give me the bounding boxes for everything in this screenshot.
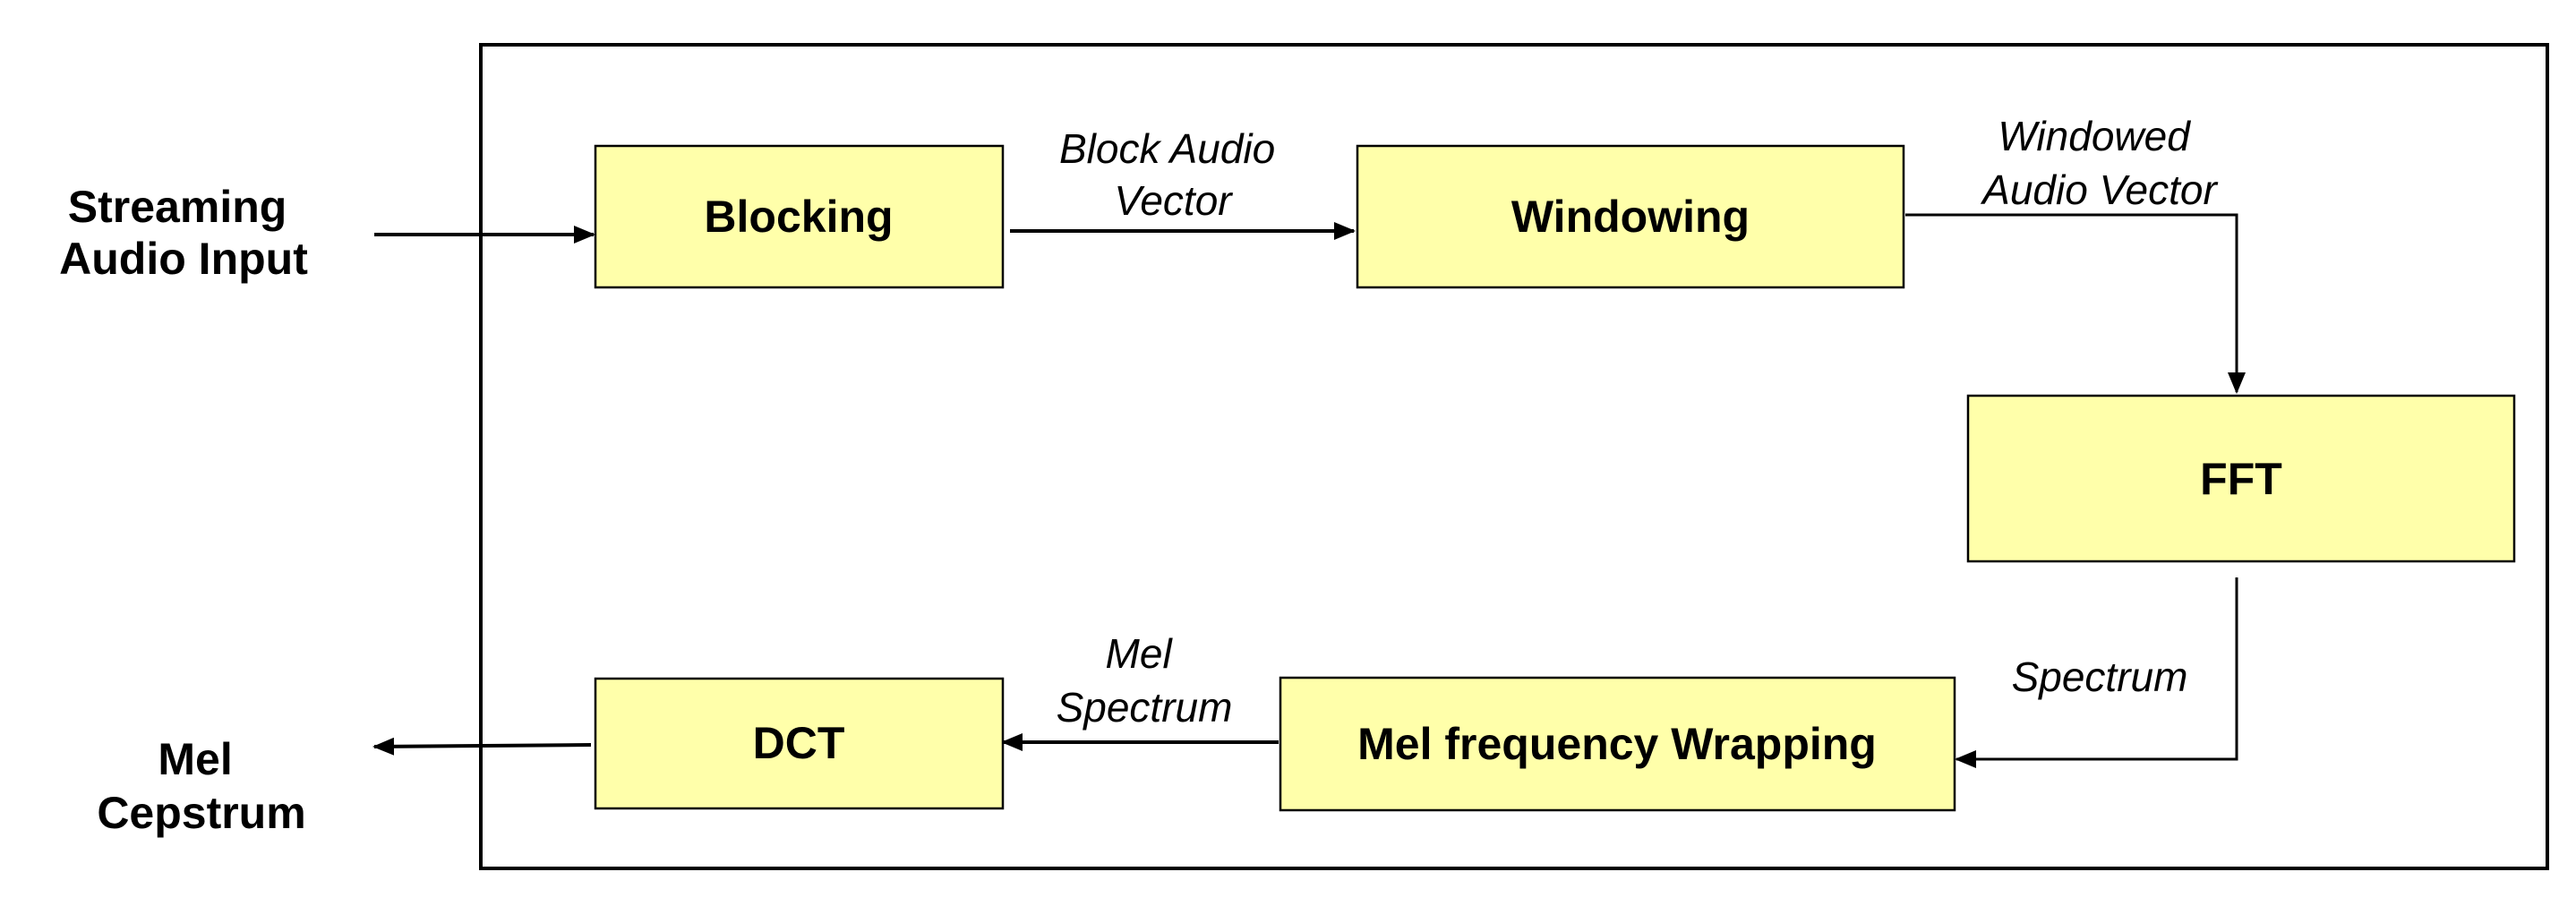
windowing-label: Windowing — [1511, 192, 1750, 242]
mel-wrapping-box — [1279, 676, 1956, 812]
mel-spectrum-line2: Spectrum — [1057, 684, 1233, 731]
mel-spectrum-label: Mel Spectrum — [1057, 630, 1233, 731]
output-label-line2: Cepstrum — [97, 788, 305, 838]
windowing-box — [1356, 144, 1905, 289]
block-audio-vector-line1: Block Audio — [1059, 125, 1275, 172]
output-label: Mel Cepstrum — [97, 734, 305, 838]
blocking-block: Blocking — [594, 144, 1005, 289]
dct-label: DCT — [753, 718, 845, 768]
dct-block: DCT — [594, 677, 1005, 810]
windowed-audio-vector-line1: Windowed — [1998, 113, 2191, 159]
block-audio-vector-line2: Vector — [1114, 177, 1233, 224]
output-arrow — [372, 737, 592, 756]
output-label-line1: Mel — [158, 734, 232, 784]
windowed-audio-vector-line2: Audio Vector — [1980, 167, 2218, 213]
windowed-audio-vector-label: Windowed Audio Vector — [1980, 113, 2218, 213]
mel-wrapping-block: Mel frequency Wrapping — [1279, 676, 1956, 812]
mel-spectrum-line1: Mel — [1106, 630, 1174, 677]
fft-block: FFT — [1966, 394, 2516, 563]
fft-to-mel-arrow — [1955, 577, 2238, 768]
spectrum-label: Spectrum — [2012, 654, 2188, 700]
mel-wrapping-label: Mel frequency Wrapping — [1357, 719, 1877, 769]
input-label-line2: Audio Input — [59, 234, 308, 284]
windowing-to-fft-arrow — [1905, 213, 2246, 394]
blocking-label: Blocking — [704, 192, 893, 242]
fft-label: FFT — [2200, 454, 2282, 504]
fft-box — [1966, 394, 2516, 563]
input-label-line1: Streaming — [68, 182, 287, 232]
dct-box — [594, 677, 1005, 810]
input-label: Streaming Audio Input — [59, 182, 308, 284]
system-boundary — [479, 43, 2549, 870]
windowing-block: Windowing — [1356, 144, 1905, 289]
blocking-box — [594, 144, 1005, 289]
block-audio-vector-label: Block Audio Vector — [1059, 125, 1287, 224]
